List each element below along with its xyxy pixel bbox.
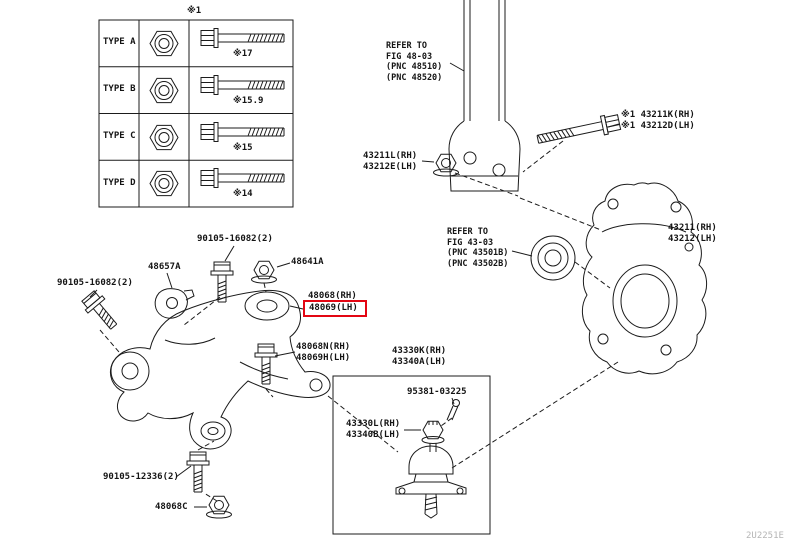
part-label-48657A-bracket[interactable]: 48657A bbox=[148, 262, 181, 272]
catalog-code-watermark: 2U2251E bbox=[746, 531, 784, 541]
selected-part-highlight bbox=[303, 300, 367, 317]
part-label-43211L-strut-nut[interactable]: 43211L(RH) 43212E(LH) bbox=[363, 151, 418, 172]
table-dim-b: ※15.9 bbox=[233, 96, 264, 106]
balljoint-box bbox=[332, 375, 491, 535]
part-label-48068N-set-bolt[interactable]: 48068N(RH) 48069H(LH) bbox=[296, 342, 351, 363]
bracket-drawing bbox=[154, 288, 195, 319]
fastener-table-grid bbox=[98, 19, 294, 208]
part-label-48641A-nut[interactable]: 48641A bbox=[291, 257, 324, 267]
part-label-90105-front-bolt[interactable]: 90105-16082(2) bbox=[197, 234, 273, 244]
table-note: ※1 bbox=[187, 6, 202, 16]
strut-bolt-drawing bbox=[535, 112, 622, 150]
castle-nut-drawing bbox=[421, 420, 445, 452]
part-label-43211-knuckle[interactable]: 43211(RH) 43212(LH) bbox=[668, 223, 717, 244]
part-label-43211K-strut-bolt[interactable]: ※1 43211K(RH) ※1 43212D(LH) bbox=[621, 110, 695, 131]
knuckle-drawing bbox=[582, 182, 707, 375]
table-dim-c: ※15 bbox=[233, 143, 253, 153]
arm-left-bolt-drawing bbox=[79, 288, 123, 335]
control-arm-drawing bbox=[110, 289, 331, 450]
table-dim-d: ※14 bbox=[233, 189, 253, 199]
part-label-43330L-balljoint[interactable]: 43330L(RH) 43340B(LH) bbox=[346, 419, 401, 440]
balljoint-drawing bbox=[395, 445, 467, 519]
bearing-drawing bbox=[530, 235, 576, 281]
assembly-dashed-lines bbox=[99, 140, 619, 502]
table-type-d: TYPE D bbox=[103, 178, 136, 188]
refer-note-fig43: REFER TO FIG 43-03 (PNC 43501B) (PNC 435… bbox=[447, 227, 509, 269]
part-label-90105-rear-bolt[interactable]: 90105-12336(2) bbox=[103, 472, 179, 482]
part-label-48068-arm-rh[interactable]: 48068(RH) bbox=[308, 291, 357, 301]
strut-drawing bbox=[448, 0, 521, 192]
strut-nut-drawing bbox=[433, 153, 459, 177]
part-label-48068C-rear-nut[interactable]: 48068C bbox=[155, 502, 188, 512]
table-type-c: TYPE C bbox=[103, 131, 136, 141]
front-flange-nut-drawing bbox=[251, 260, 277, 284]
part-label-48069-arm-lh[interactable]: 48069(LH) bbox=[309, 303, 358, 313]
refer-note-fig48: REFER TO FIG 48-03 (PNC 48510) (PNC 4852… bbox=[386, 41, 443, 83]
part-label-95381-cotter-pin[interactable]: 95381-03225 bbox=[407, 387, 467, 397]
arm-rear-bolt-drawing bbox=[186, 451, 210, 493]
part-label-90105-left-bolt[interactable]: 90105-16082(2) bbox=[57, 278, 133, 288]
table-dim-a: ※17 bbox=[233, 49, 253, 59]
table-type-a: TYPE A bbox=[103, 37, 136, 47]
leader-lines bbox=[89, 62, 620, 508]
arm-set-bolt-drawing bbox=[254, 343, 278, 385]
arm-rear-nut-drawing bbox=[206, 495, 232, 519]
part-label-43330K-bj-assy[interactable]: 43330K(RH) 43340A(LH) bbox=[392, 346, 447, 367]
cotter-pin-drawing bbox=[446, 399, 460, 421]
table-type-b: TYPE B bbox=[103, 84, 136, 94]
